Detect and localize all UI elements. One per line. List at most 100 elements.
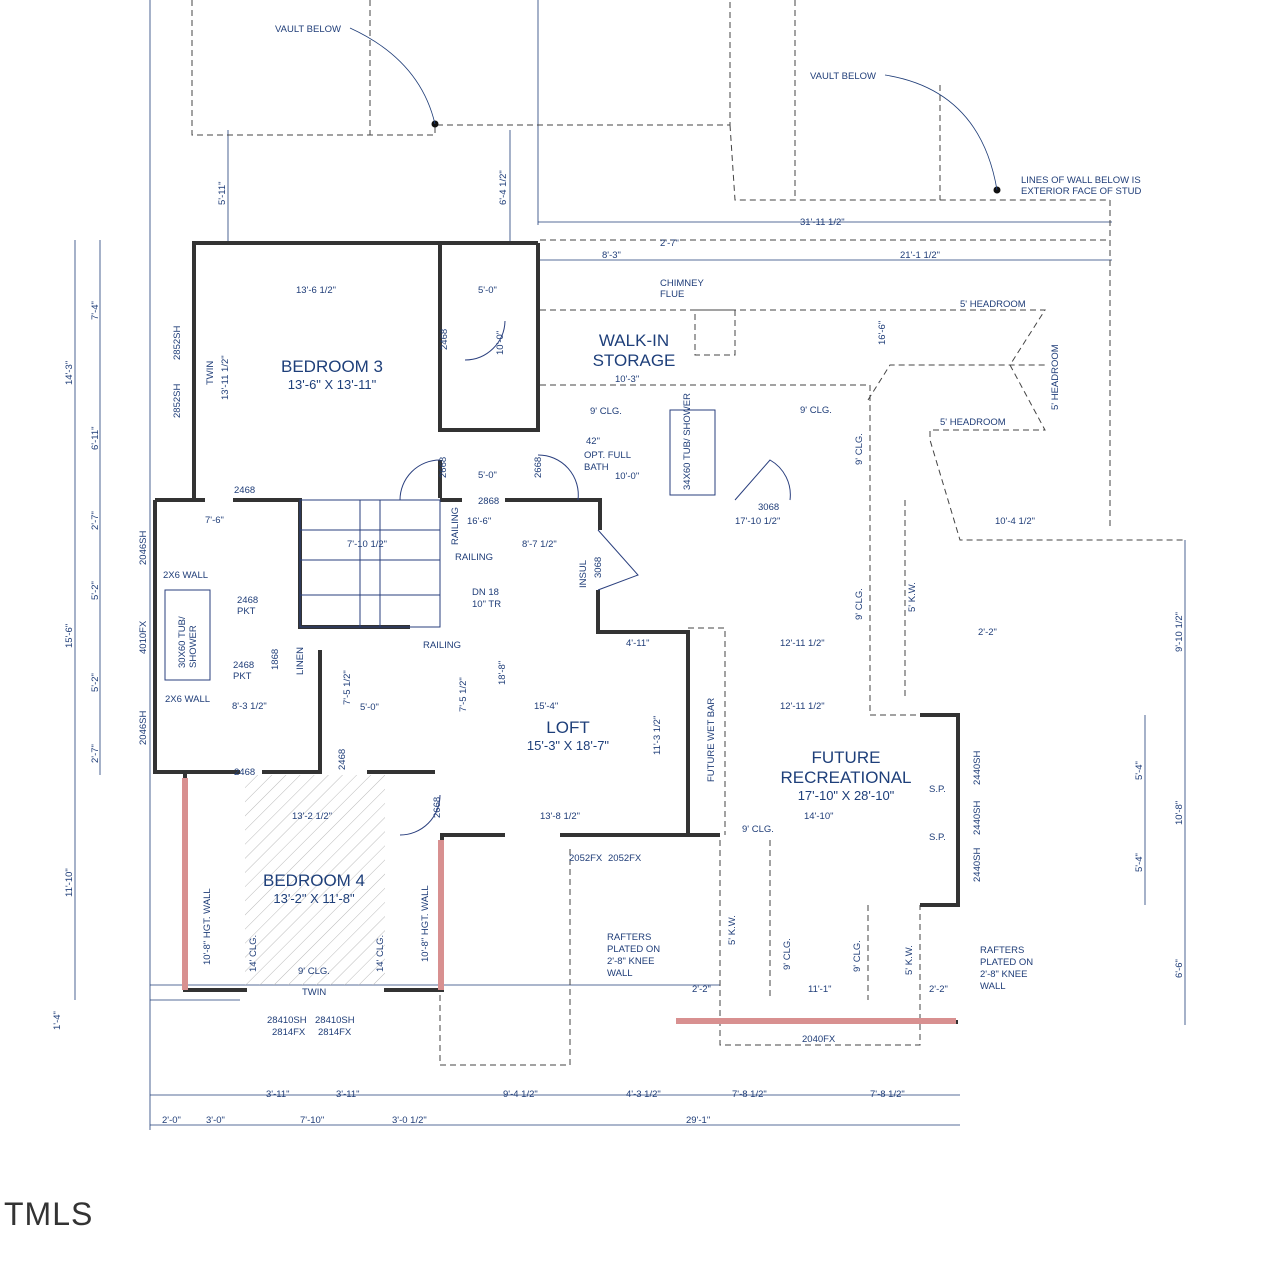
chimney-flue <box>694 309 736 356</box>
window-label-10: 2052FX <box>608 853 642 864</box>
door-swing-1 <box>399 459 441 501</box>
stair-dn: DN 18 <box>472 587 499 598</box>
dim-c1710: 17'-10 1/2" <box>735 516 780 527</box>
dim-c1321: 13'-2 1/2" <box>292 811 332 822</box>
twin-label-1: TWIN <box>302 987 326 998</box>
bedroom3-size: 13'-6" X 13'-11" <box>288 377 377 392</box>
dim-l52-1: 5'-2" <box>90 581 101 600</box>
wall2x6-label-1: 2X6 WALL <box>163 570 208 581</box>
chimney-label-1: CHIMNEY <box>660 278 704 289</box>
window-label-2: 2852SH <box>172 384 183 418</box>
dim-l14: 1'-4" <box>52 1011 63 1030</box>
openings: 2852SH 2852SH 2046SH 2046SH 4010FX 2440S… <box>138 320 983 1045</box>
headroom-label-3: 5' HEADROOM <box>1050 344 1061 410</box>
walls-below <box>191 0 1185 1066</box>
stair-tr: 10" TR <box>472 599 501 610</box>
tub-shower-2 <box>164 589 211 681</box>
vault-note-1: VAULT BELOW <box>275 24 341 35</box>
tub-shower-1 <box>669 409 716 496</box>
door-label-5: 2668 <box>438 457 449 478</box>
dim-c100-2: 10'-0" <box>615 471 639 482</box>
loft-size: 15'-3" X 18'-7" <box>527 738 610 753</box>
dim-b3w: 13'-6 1/2" <box>296 285 336 296</box>
bedroom4-size: 13'-2" X 11'-8" <box>273 891 355 906</box>
dim-c751-2: 7'-5 1/2" <box>458 677 469 712</box>
future-name2: RECREATIONAL <box>781 768 912 787</box>
rafters-note-2c: 2'-8" KNEE <box>980 969 1027 980</box>
dim-c50-3: 5'-0" <box>360 702 379 713</box>
dim-b431: 4'-3 1/2" <box>626 1089 661 1100</box>
sp-label-2: S.P. <box>929 832 946 843</box>
dim-l27-1: 2'-7" <box>90 511 101 530</box>
tub30-label-2: SHOWER <box>188 625 199 668</box>
dim-b30: 3'-0" <box>206 1115 225 1126</box>
kw-label-3: 5' K.W. <box>907 582 918 612</box>
rafters-note-1c: 2'-8" KNEE <box>607 956 654 967</box>
dim-c50-2: 5'-0" <box>478 470 497 481</box>
clg-label-4: 9' CLG. <box>298 966 330 977</box>
pkt-label-1: 2468 <box>237 595 258 606</box>
rafters-note-2a: RAFTERS <box>980 945 1024 956</box>
tub-shower-label: 34X60 TUB/ SHOWER <box>682 393 693 490</box>
door-label-10: 3068 <box>593 557 604 578</box>
clg-label-7: 9' CLG. <box>782 938 793 970</box>
door-swing-6 <box>734 459 791 501</box>
dim-top2: 21'-1 1/2" <box>900 250 940 261</box>
dim-b301: 3'-0 1/2" <box>392 1115 427 1126</box>
window-label-9: 2052FX <box>569 853 603 864</box>
window-label-13: 28410SH <box>315 1015 355 1026</box>
dim-b781-1: 7'-8 1/2" <box>732 1089 767 1100</box>
dim-l27-2: 2'-7" <box>90 744 101 763</box>
window-label-3: 2046SH <box>138 531 149 565</box>
vault-leader-1 <box>349 27 436 125</box>
dim-c22-3: 2'-2" <box>978 627 997 638</box>
dim-c411: 4'-11" <box>626 638 650 649</box>
clg-label-1: 9' CLG. <box>800 405 832 416</box>
dim-r54-2: 5'-4" <box>1134 853 1145 872</box>
door-swing-5 <box>597 529 639 591</box>
dim-b941: 9'-4 1/2" <box>503 1089 538 1100</box>
door-label-1: 2468 <box>234 485 255 496</box>
window-label-6: 2440SH <box>972 751 983 785</box>
rafters-note-1b: PLATED ON <box>607 944 660 955</box>
rafters-note-2b: PLATED ON <box>980 957 1033 968</box>
future-size: 17'-10" X 28'-10" <box>798 788 895 803</box>
bedroom4-hatch <box>245 775 385 985</box>
dim-l156: 15'-6" <box>64 624 75 648</box>
dim-c751-1: 7'-5 1/2" <box>342 670 353 705</box>
vault-note-2: VAULT BELOW <box>810 71 876 82</box>
clg-label-5: 9' CLG. <box>854 433 865 465</box>
dimensions: 31'-11 1/2" 21'-1 1/2" 8'-3" 2'-7" 13'-6… <box>52 170 1185 1126</box>
pkt-label-2b: PKT <box>233 671 252 682</box>
kw-label-1: 5' K.W. <box>727 915 738 945</box>
window-label-15: 2814FX <box>318 1027 352 1038</box>
dim-c100: 10'-0" <box>495 331 506 355</box>
door-swing-3 <box>399 794 441 836</box>
bedroom3-name: BEDROOM 3 <box>281 357 383 376</box>
dim-c103: 10'-3" <box>615 374 639 385</box>
chimney-label-2: FLUE <box>660 289 684 300</box>
wall2x6-label-2: 2X6 WALL <box>165 694 210 705</box>
dim-c511: 5'-11" <box>217 182 228 206</box>
clg-label-3: 9' CLG. <box>742 824 774 835</box>
headroom-label-1: 5' HEADROOM <box>960 299 1026 310</box>
door-label-7: 2668 <box>432 797 443 818</box>
dim-c1381: 13'-8 1/2" <box>540 811 580 822</box>
dim-c50-1: 5'-0" <box>478 285 497 296</box>
clg-label-2: 9' CLG. <box>590 406 622 417</box>
pkt-label-1b: PKT <box>237 606 256 617</box>
dim-b311-2: 3'-11" <box>336 1089 360 1100</box>
dim-c104: 10'-4 1/2" <box>995 516 1035 527</box>
dim-c166: 16'-6" <box>467 516 491 527</box>
window-label-1: 2852SH <box>172 326 183 360</box>
headroom-label-2: 5' HEADROOM <box>940 417 1006 428</box>
w42-label: 42" <box>586 436 600 447</box>
dim-top4: 2'-7" <box>660 238 679 249</box>
dim-top3: 8'-3" <box>602 250 621 261</box>
clg-label-8: 9' CLG. <box>852 940 863 972</box>
railing-label-2: RAILING <box>423 640 461 651</box>
dim-c1211-2: 12'-11 1/2" <box>780 701 825 712</box>
bedroom4-name: BEDROOM 4 <box>263 871 365 890</box>
hgt-wall-label-1: 10'-8" HGT. WALL <box>202 888 213 965</box>
sp-label-1: S.P. <box>929 784 946 795</box>
